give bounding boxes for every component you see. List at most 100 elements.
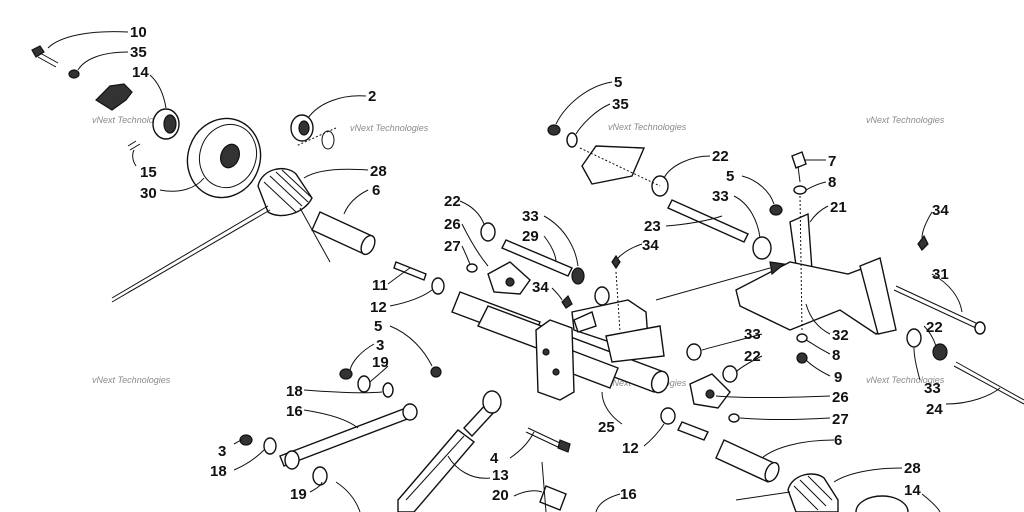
link-rod-16 <box>279 403 418 467</box>
callout-10: 10 <box>130 24 147 41</box>
callout-21: 21 <box>830 199 847 216</box>
callout-8-lower: 8 <box>832 347 840 364</box>
callout-11: 11 <box>372 277 388 294</box>
pin-11 <box>393 261 427 281</box>
bushing-19-lower-b <box>312 466 328 486</box>
callout-7: 7 <box>828 153 836 170</box>
shaft-24 <box>953 361 1024 405</box>
callout-5-upper: 5 <box>614 74 622 91</box>
callout-29: 29 <box>522 228 539 245</box>
callout-34-right: 34 <box>932 202 949 219</box>
watermark-2: vNext Technologies <box>350 123 429 133</box>
callout-33-center: 33 <box>522 208 539 225</box>
shock-absorber-13 <box>397 390 502 512</box>
bushing-33-lower <box>686 343 702 361</box>
bushing-19-lower-a <box>284 450 300 470</box>
callout-19-lower: 19 <box>290 486 307 503</box>
bushing-12-right <box>660 407 676 425</box>
washer-18-lower <box>263 437 277 455</box>
callout-5-right: 5 <box>726 168 734 185</box>
bearing-top-left <box>152 108 180 140</box>
bracket-26-hole <box>505 277 515 287</box>
pivot-22-left <box>480 222 496 242</box>
set-screw-15 <box>127 140 141 151</box>
bushing-33-center <box>571 267 585 285</box>
callout-5-lower: 5 <box>374 318 382 335</box>
callout-31: 31 <box>932 266 949 283</box>
wheel-14-right <box>855 495 909 512</box>
pivot-22-right <box>932 343 948 361</box>
watermark-1: vNext Technologies <box>92 115 171 125</box>
callout-8-upper: 8 <box>828 174 836 191</box>
arm-21 <box>735 212 897 335</box>
rod-29 <box>501 239 573 277</box>
bearing-2 <box>290 114 335 150</box>
pivot-22-lower <box>722 365 738 383</box>
callout-9: 9 <box>834 369 842 386</box>
shaft-23 <box>667 199 749 243</box>
clip-34-right <box>917 234 929 251</box>
callout-35-left: 35 <box>130 44 147 61</box>
callout-24: 24 <box>926 401 943 418</box>
bolt-10 <box>31 45 59 68</box>
callout-33-lower: 33 <box>744 326 761 343</box>
washer-35-left <box>68 69 80 79</box>
callout-14-bottom: 14 <box>904 482 921 499</box>
washer-18-upper <box>382 382 394 398</box>
callout-2: 2 <box>368 88 376 105</box>
watermark-7: vNext Technologies <box>866 375 945 385</box>
torsion-spring-28-left <box>111 167 331 303</box>
nut-9 <box>796 352 808 364</box>
bolt-31 <box>893 285 986 335</box>
callout-30: 30 <box>140 185 157 202</box>
cap-14 <box>95 83 133 111</box>
nut-5-right <box>769 204 783 216</box>
bolt-7 <box>791 151 807 195</box>
bracket-26-right-hole <box>705 389 715 399</box>
callout-19-upper: 19 <box>372 354 389 371</box>
watermark-5: vNext Technologies <box>92 375 171 385</box>
bushing-33-right <box>906 328 922 348</box>
callout-3-lower: 3 <box>218 443 226 460</box>
callout-26-left: 26 <box>444 216 461 233</box>
nut-3-lower <box>239 434 253 446</box>
watermark-3: vNext Technologies <box>608 122 687 132</box>
callout-35-upper: 35 <box>612 96 629 113</box>
callout-16-left: 16 <box>286 403 303 420</box>
callout-18-lower: 18 <box>210 463 227 480</box>
callout-14-top: 14 <box>132 64 149 81</box>
callout-20: 20 <box>492 487 509 504</box>
callout-27-right: 27 <box>832 411 849 428</box>
callout-34-center: 34 <box>642 237 659 254</box>
callout-28-left: 28 <box>370 163 387 180</box>
callout-26-right: 26 <box>832 389 849 406</box>
callout-22-left: 22 <box>444 193 461 210</box>
washer-35-upper <box>566 132 578 148</box>
bushing-20 <box>539 485 567 511</box>
bushing-6-right <box>715 439 780 483</box>
clip-34-lower <box>561 294 573 309</box>
callout-16-right: 16 <box>620 486 637 503</box>
callout-12-right: 12 <box>622 440 639 457</box>
bushing-12-left <box>431 277 445 295</box>
washer-8-lower <box>796 333 808 343</box>
pin-right <box>677 421 709 441</box>
washer-center <box>594 286 610 306</box>
callout-13: 13 <box>492 467 509 484</box>
callout-22-upper: 22 <box>712 148 729 165</box>
torsion-spring-28-right <box>735 473 839 512</box>
parts <box>31 45 1024 512</box>
callout-6-right: 6 <box>834 432 842 449</box>
mount-bracket <box>581 145 646 185</box>
washer-27-left <box>466 263 478 273</box>
callout-4: 4 <box>490 450 499 467</box>
assembly-arrow <box>655 261 786 301</box>
callouts: 10 35 14 15 30 2 28 6 11 12 5 35 22 5 33… <box>47 24 1001 512</box>
callout-12-left: 12 <box>370 299 387 316</box>
callout-3-upper: 3 <box>376 337 384 354</box>
bolt-4 <box>525 427 571 453</box>
watermark-4: vNext Technologies <box>866 115 945 125</box>
callout-33-upper: 33 <box>712 188 729 205</box>
